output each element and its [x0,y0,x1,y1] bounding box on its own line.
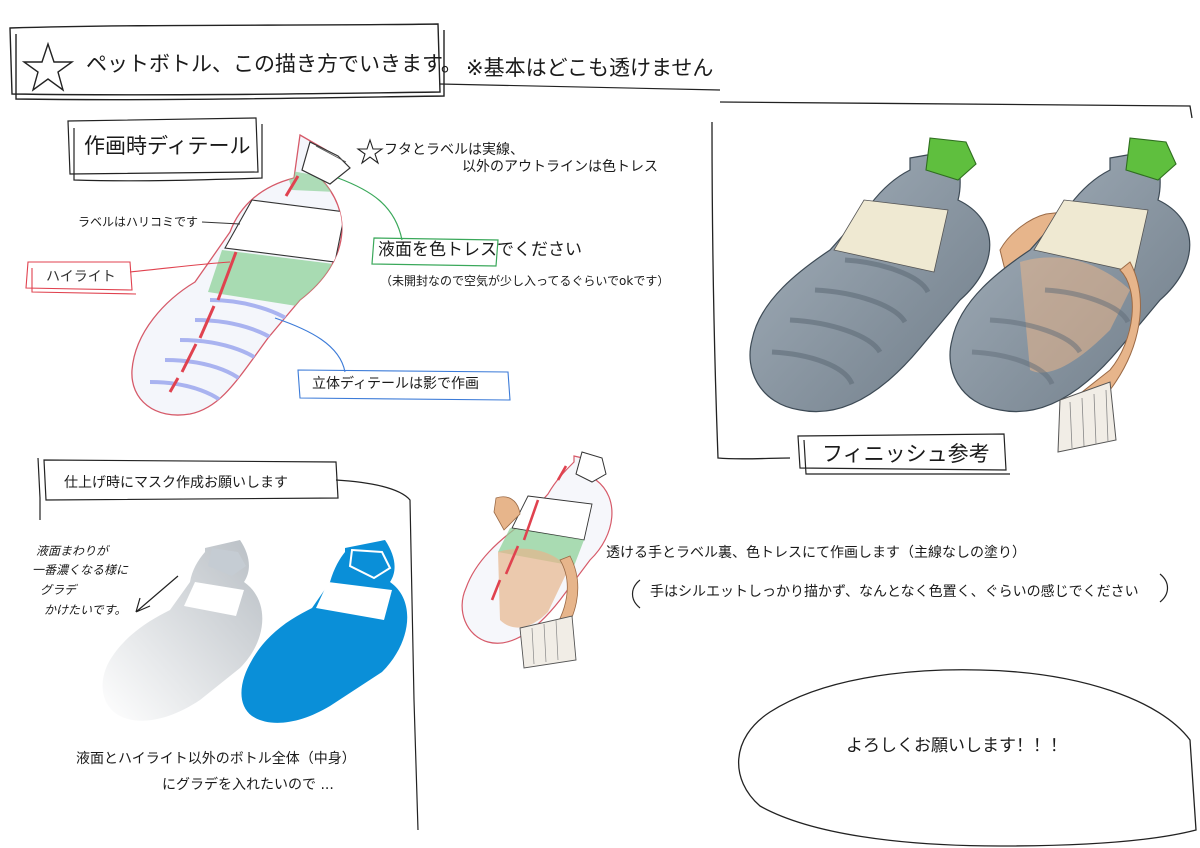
highlight-label-box [25,261,137,295]
star-icon [21,41,75,92]
cap-note-line1: フタとラベルは実線、 [384,142,524,158]
liquid-label-box [371,237,499,267]
liquid-sub: （未開封なので空気が少し入ってるぐらいでokです） [380,274,670,288]
shadow-callout-line [274,317,346,373]
label-note: ラベルはハリコミです [78,215,199,229]
handwritten-note-1: 液面まわりが [36,544,109,558]
handwritten-note-2: 一番濃くなる様に [32,563,129,577]
mask-heading-box [43,459,339,501]
liquid-label: 液面を色トレスでください [378,240,582,260]
finish-bottle-hand [949,137,1191,453]
hand-note-1: 透ける手とラベル裏、色トレスにて作画します（主線なしの塗り） [606,545,1026,561]
blue-mask-bottle [241,540,408,723]
mask-caption-1: 液面とハイライト以外のボトル全体（中身） [76,751,356,767]
header-frame [9,23,445,101]
highlight-callout-line [129,261,231,273]
shadow-label: 立体ディテールは影で作画 [312,376,480,392]
paren-left [631,579,641,609]
liquid-callout-line [337,177,403,241]
finish-heading-box [797,433,1010,475]
finish-heading: フィニッシュ参考 [822,442,990,466]
detail-heading-box [67,117,263,182]
shadow-label-box [297,369,511,401]
finish-frame [711,121,791,460]
hand-note-2: 手はシルエットしっかり描かず、なんとなく色置く、ぐらいの感じでください [650,584,1139,600]
small-star-icon [356,138,384,165]
header-note: ※基本はどこも透けません [466,56,714,80]
mask-heading: 仕上げ時にマスク作成お願いします [64,475,288,491]
detail-heading: 作画時ディテール [84,134,251,158]
finish-bottle-plain [749,137,991,413]
mask-caption-2: にグラデを入れたいので ... [162,777,334,793]
mask-frame [37,457,41,520]
header-underline [439,83,721,91]
gradient-mask-bottle [102,540,263,721]
handwritten-note-3: グラデ [40,583,77,597]
arrow-left-icon [135,575,179,613]
cap-note-line2: 以外のアウトラインは色トレス [462,159,658,175]
closing-text: よろしくお願いします！！！ [846,736,1067,756]
mask-divider [335,479,419,831]
detail-bottle [131,133,351,416]
closing-bubble [738,669,1197,847]
paren-right [1159,573,1169,603]
hand-bottle [461,451,613,669]
page-title: ペットボトル、この描き方でいきます。 [86,52,462,76]
handwritten-note-4: かけたいです。 [44,603,127,617]
highlight-label: ハイライト [46,269,116,285]
label-callout-line [201,221,241,225]
top-divider [719,101,1193,119]
